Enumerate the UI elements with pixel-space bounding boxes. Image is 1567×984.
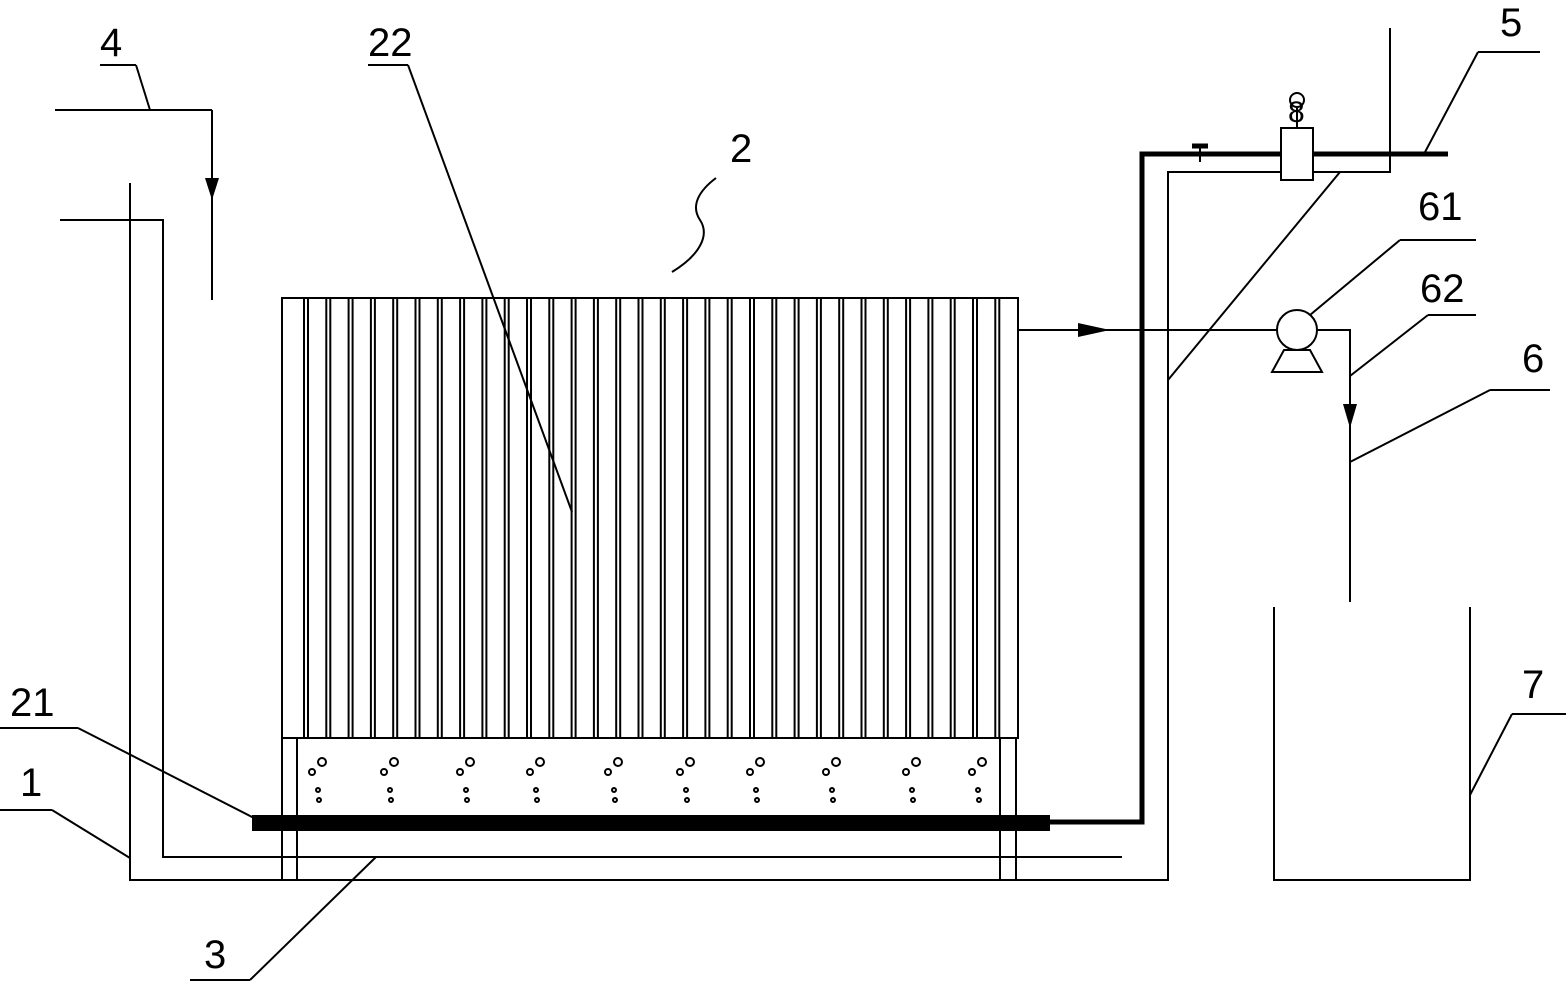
leader-1 [51, 809, 131, 859]
label-2: 2 [730, 127, 752, 171]
leader-8 [1167, 171, 1341, 381]
label-7: 7 [1522, 663, 1544, 707]
outlet-arrow [1343, 404, 1357, 428]
bubble [526, 768, 534, 776]
label-61: 61 [1418, 185, 1463, 229]
membrane-fibers-22 [303, 298, 1001, 738]
leader-3 [249, 856, 377, 981]
permeate-arrow [1078, 323, 1110, 337]
bubble [533, 787, 539, 793]
bubble [977, 757, 987, 767]
bubble-cluster [746, 757, 765, 803]
label-1: 1 [20, 761, 42, 805]
bubble-cluster [902, 757, 921, 803]
pump-61 [1276, 309, 1318, 351]
bubble [910, 797, 916, 803]
bubble-cluster [822, 757, 841, 803]
inlet-arrow [205, 178, 219, 200]
pump-base [1270, 349, 1324, 373]
bubble [755, 757, 765, 767]
label-22: 22 [368, 21, 413, 65]
bubble [612, 797, 618, 803]
bubble [676, 768, 684, 776]
inner-tank-3 [60, 219, 1122, 858]
leader-6 [1349, 389, 1491, 463]
leader-4 [135, 64, 151, 111]
air-supply-pipe [1050, 151, 1448, 825]
blower-top-icon [1289, 92, 1305, 108]
bubble-cluster [380, 757, 399, 803]
aerator-pipe-21 [252, 815, 1050, 831]
bubble [613, 757, 623, 767]
bubble [316, 797, 322, 803]
bubble-cluster [604, 757, 623, 803]
aeration-bubbles [308, 757, 987, 803]
leader-7 [1469, 713, 1513, 796]
leader-61 [1309, 239, 1401, 316]
bubble-cluster [308, 757, 327, 803]
bubble [308, 768, 316, 776]
bubble [830, 797, 836, 803]
bubble [975, 787, 981, 793]
label-6: 6 [1522, 337, 1544, 381]
pump-outlet-pipe-62 [1317, 329, 1351, 602]
bubble [746, 768, 754, 776]
membrane-module-2 [281, 297, 1019, 739]
bubble-cluster [526, 757, 545, 803]
bubble [604, 768, 612, 776]
bubble [909, 787, 915, 793]
bubble [535, 757, 545, 767]
bubble [389, 757, 399, 767]
label-62: 62 [1420, 267, 1465, 311]
bubble [822, 768, 830, 776]
blower-8 [1280, 127, 1314, 181]
bubble [829, 787, 835, 793]
bubble [976, 797, 982, 803]
label-4: 4 [100, 21, 122, 65]
label-5: 5 [1500, 1, 1522, 45]
label-21: 21 [10, 681, 55, 725]
bubble-cluster [456, 757, 475, 803]
bubble [831, 757, 841, 767]
leader-5 [1423, 51, 1479, 155]
bubble [387, 787, 393, 793]
bubble [683, 787, 689, 793]
leader-22 [407, 64, 573, 513]
bubble-cluster [968, 757, 987, 803]
bubble [456, 768, 464, 776]
bubble [685, 757, 695, 767]
leader-21 [77, 727, 259, 821]
bubble [315, 787, 321, 793]
bubble [465, 757, 475, 767]
bubble [611, 787, 617, 793]
bubble-cluster [676, 757, 695, 803]
bubble [463, 787, 469, 793]
bubble [534, 797, 540, 803]
label-3: 3 [204, 933, 226, 977]
bubble [388, 797, 394, 803]
label-8: 8 [1288, 96, 1305, 129]
leader-62 [1349, 314, 1429, 377]
bubble [380, 768, 388, 776]
bubble [902, 768, 910, 776]
leader-2-squiggle [671, 177, 717, 273]
bubble [684, 797, 690, 803]
bubble [317, 757, 327, 767]
collection-tank-7 [1273, 607, 1471, 881]
outer-tank-1 [129, 28, 1391, 881]
bubble [754, 797, 760, 803]
bubble [911, 757, 921, 767]
bubble [464, 797, 470, 803]
bubble [968, 768, 976, 776]
bubble [753, 787, 759, 793]
